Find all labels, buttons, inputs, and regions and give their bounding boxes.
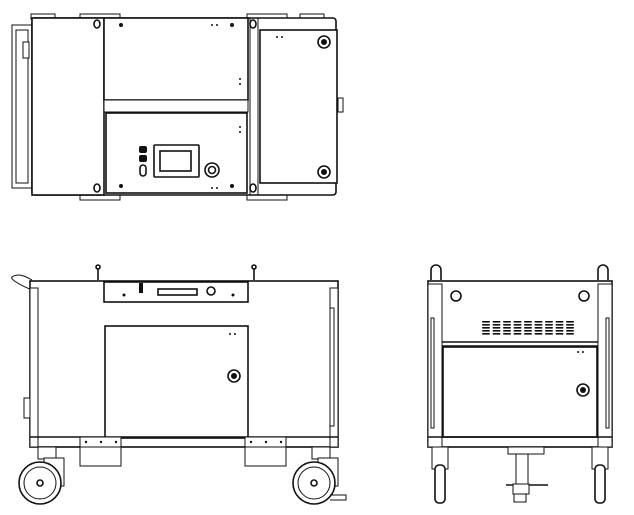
vent-slot <box>524 330 532 332</box>
vent-slot <box>555 333 564 335</box>
vent-slot <box>513 324 522 326</box>
vent-slot <box>503 330 511 332</box>
left-panel <box>31 17 105 196</box>
front-control-strip <box>103 281 249 303</box>
vent-slot <box>555 327 564 329</box>
side-view <box>427 264 613 504</box>
vent-slot <box>555 330 564 332</box>
side-caster-left <box>431 446 449 504</box>
vent-slot <box>534 324 543 326</box>
vent-slot <box>513 327 522 329</box>
vent-slot <box>534 333 543 335</box>
vent-slot <box>492 333 501 335</box>
vent-slot <box>545 324 553 326</box>
vent-slot <box>503 324 511 326</box>
front-view <box>11 264 347 505</box>
vent-slot <box>482 330 490 332</box>
vent-slot <box>513 333 522 335</box>
front-access-door <box>104 325 249 439</box>
vent-slot <box>503 333 511 335</box>
emergency-stop-knob-icon <box>204 162 220 178</box>
vent-slot <box>513 330 522 332</box>
vent-slot <box>545 321 553 323</box>
vent-slot <box>545 333 553 335</box>
vent-slot <box>482 324 490 326</box>
vent-slot <box>534 330 543 332</box>
top-cover-panel <box>103 17 249 101</box>
vent-slot <box>503 321 511 323</box>
vent-slot <box>545 327 553 329</box>
vent-slot <box>492 321 501 323</box>
vent-slot <box>492 327 501 329</box>
vent-slot <box>524 327 532 329</box>
vent-slot <box>534 327 543 329</box>
touch-screen <box>153 144 200 178</box>
vent-slot <box>482 321 490 323</box>
vent-slot <box>524 333 532 335</box>
vent-slot <box>566 330 574 332</box>
vent-slot <box>566 324 574 326</box>
caster-wheel-right <box>292 446 347 505</box>
vent-slot <box>566 321 574 323</box>
right-door-panel <box>259 29 338 184</box>
vent-slot <box>482 333 490 335</box>
door-lock-icon <box>317 35 331 179</box>
leveling-jack <box>506 446 548 503</box>
switch-buttons <box>139 146 147 177</box>
vent-slot <box>524 321 532 323</box>
vent-slot <box>545 330 553 332</box>
top-view <box>11 13 344 201</box>
vent-slot <box>492 324 501 326</box>
vent-slot <box>555 321 564 323</box>
vent-slot <box>503 327 511 329</box>
side-caster-right <box>591 446 609 504</box>
vent-slot <box>482 327 490 329</box>
vent-slot <box>555 324 564 326</box>
vent-slot <box>566 333 574 335</box>
vent-slot <box>566 327 574 329</box>
caster-wheel-left <box>18 446 65 505</box>
vent-slot <box>513 321 522 323</box>
side-door-lock-icon <box>576 383 590 397</box>
side-access-door <box>442 346 598 438</box>
vent-slot <box>492 330 501 332</box>
vent-slots <box>482 321 574 335</box>
forklift-pockets <box>79 436 287 467</box>
vent-slot <box>524 324 532 326</box>
vent-slot <box>534 321 543 323</box>
front-door-lock-icon <box>227 369 241 383</box>
